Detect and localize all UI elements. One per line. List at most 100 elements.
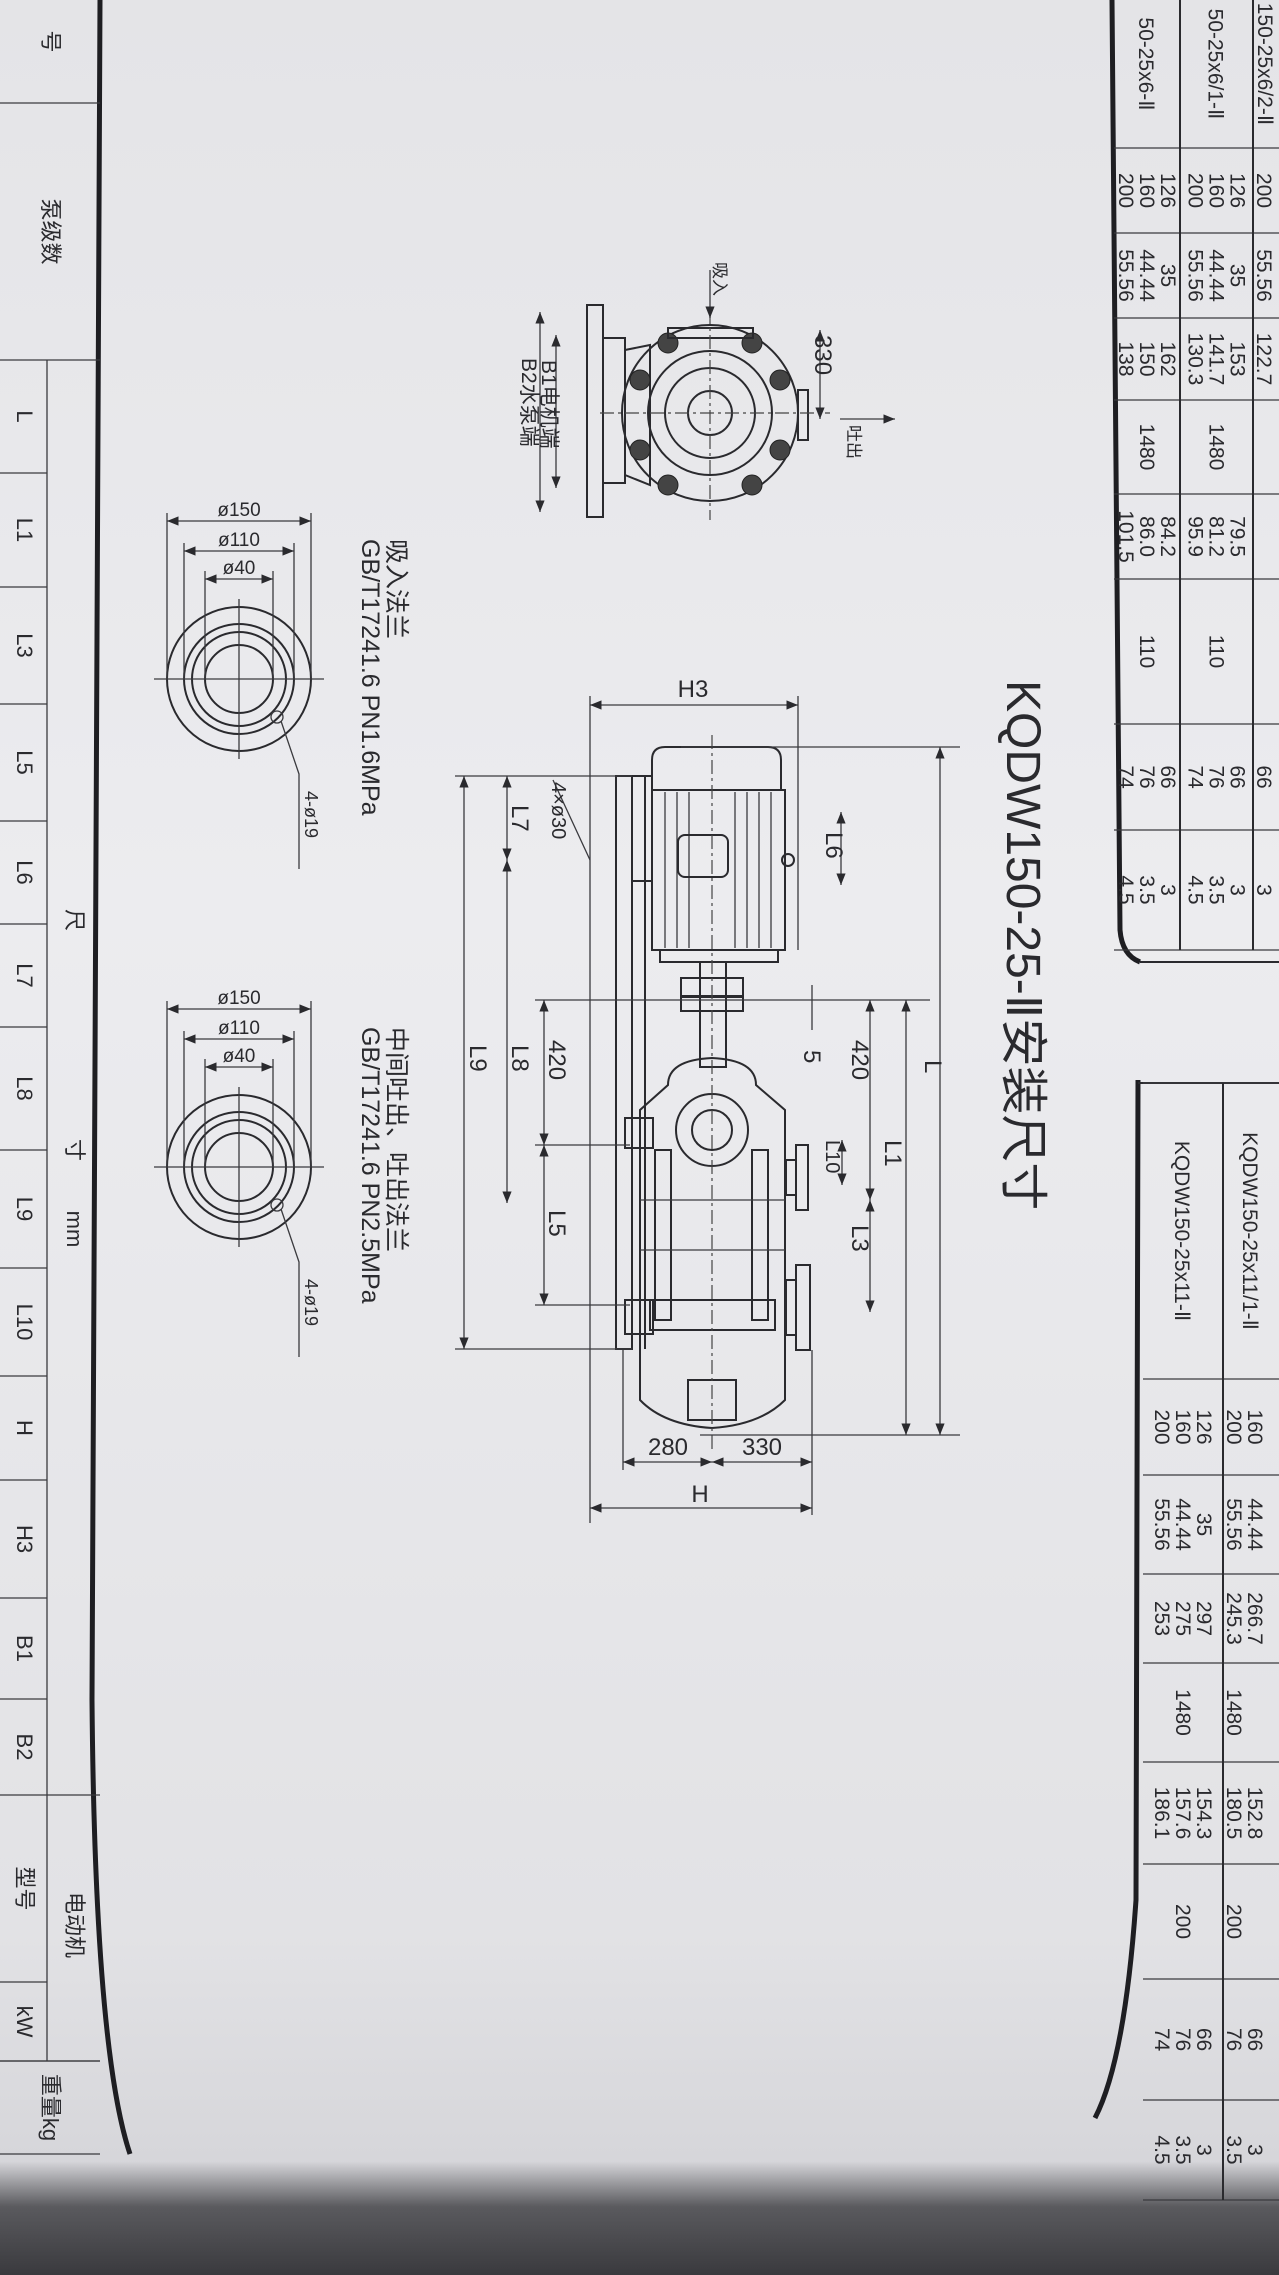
value-cell: 3.5 — [1171, 2135, 1194, 2164]
value-cell: 200 — [1222, 1409, 1245, 1444]
header-cell: B1 — [12, 1635, 37, 1662]
pump-side-view: H3 L L1 420 L3 L10 5 L6 4×ø30 L7 L8 L9 4… — [455, 676, 960, 1523]
value-cell: 35 — [1226, 264, 1249, 287]
header-cell: L10 — [12, 1304, 37, 1341]
dim-l5-label: L5 — [543, 1210, 570, 1237]
header-cell: B2 — [12, 1734, 37, 1761]
page-borders — [89, 0, 1279, 2155]
value-cell: 4.5 — [1114, 875, 1137, 904]
value-cell: 76 — [1222, 2028, 1245, 2051]
value-cell: 44.44 — [1135, 249, 1158, 302]
model-cell: 150-25x6/2-Ⅱ — [1253, 3, 1276, 125]
value-cell: 66 — [1192, 2028, 1215, 2051]
dim-420-left-label: 420 — [543, 1040, 570, 1080]
value-cell: 160 — [1171, 1409, 1194, 1444]
value-cell: 81.2 — [1205, 516, 1228, 557]
value-cell: 122.7 — [1252, 333, 1275, 386]
value-cell: 4.5 — [1184, 875, 1207, 904]
value-cell: 3 — [1243, 2144, 1266, 2156]
value-cell: 3 — [1192, 2144, 1215, 2156]
dim-l3-label: L3 — [846, 1225, 873, 1252]
value-cell: 126 — [1156, 173, 1179, 208]
flange-name: 中间吐出、吐出法兰 — [382, 1027, 410, 1252]
dim-l10-label: L10 — [821, 1140, 843, 1173]
table-row: KQDW150-25x11/1-Ⅱ16020044.4455.56266.724… — [1222, 1132, 1266, 2165]
value-cell: 186.1 — [1150, 1787, 1173, 1840]
flange-d-bore-label: ø40 — [223, 558, 256, 579]
value-cell: 3 — [1226, 884, 1249, 896]
flange-d-outer-label: ø150 — [217, 500, 260, 521]
value-cell: 150 — [1135, 341, 1158, 376]
dim-l-label: L — [919, 1060, 946, 1073]
table-row: 50-25x6/1-Ⅱ1261602003544.4455.56153141.7… — [1184, 9, 1249, 905]
value-cell: 152.8 — [1243, 1787, 1266, 1840]
value-cell: 266.7 — [1243, 1592, 1266, 1645]
page-title: KQDW150-25-Ⅱ安装尺寸 — [996, 680, 1049, 1210]
value-cell: 55.56 — [1252, 249, 1275, 302]
value-cell: 3.5 — [1205, 875, 1228, 904]
top-view-330-label: 330 — [809, 335, 836, 375]
value-cell: 1480 — [1205, 424, 1228, 471]
value-cell: 153 — [1226, 341, 1249, 376]
value-cell: 126 — [1226, 173, 1249, 208]
model-cell: KQDW150-25x11/1-Ⅱ — [1238, 1132, 1261, 1330]
value-cell: 160 — [1205, 173, 1228, 208]
value-cell: 157.6 — [1171, 1787, 1194, 1840]
header-cell: kW — [12, 2006, 37, 2038]
spec-table-bottom: KQDW150-25x11/1-Ⅱ 160 200 44.44 55.56 266.724… — [1143, 1082, 1279, 2201]
header-cell: 重量kg — [38, 2074, 63, 2141]
dim-holes-label: 4×ø30 — [547, 782, 569, 839]
flange-holes: 4-ø19 — [301, 791, 321, 838]
header-cell: H3 — [12, 1525, 37, 1553]
value-cell: 1480 — [1222, 1689, 1245, 1736]
value-cell: 180.5 — [1222, 1787, 1245, 1840]
value-cell: 1480 — [1135, 424, 1158, 471]
flange-standard: GB/T17241.6 PN1.6MPa — [356, 539, 384, 816]
model-cell: 50-25x6/1-Ⅱ — [1204, 9, 1227, 120]
header-cell: 型号 — [12, 1866, 37, 1910]
header-group-motor: 电动机 — [62, 1892, 87, 1958]
inlet-label: 吸入 — [710, 262, 729, 296]
value-cell: 66 — [1243, 2028, 1266, 2051]
value-cell: 76 — [1205, 765, 1228, 788]
value-cell: 200 — [1222, 1904, 1245, 1939]
header-group-size: 尺 — [62, 909, 87, 931]
value-cell: 110 — [1135, 635, 1158, 668]
value-cell: 297 — [1192, 1601, 1215, 1636]
model-cell: KQDW150-25x11-Ⅱ — [1170, 1141, 1193, 1321]
value-cell: 66 — [1226, 765, 1249, 788]
value-cell: 101.5 — [1114, 510, 1137, 563]
value-cell: 76 — [1171, 2028, 1194, 2051]
header-cell: L9 — [12, 1197, 37, 1221]
value-cell: 55.56 — [1114, 249, 1137, 302]
value-cell: 55.56 — [1222, 1498, 1245, 1551]
header-cell: L — [12, 410, 37, 422]
value-cell: 200 — [1252, 173, 1275, 208]
header-cell: L8 — [12, 1076, 37, 1100]
header-cell: 号 — [38, 30, 63, 52]
header-table: 号泵级数LL1L3L5L6L7L8L9L10HH3B1B2型号kW重量kg尺寸m… — [0, 30, 100, 2155]
value-cell: 200 — [1114, 173, 1137, 208]
value-cell: 44.44 — [1205, 249, 1228, 302]
pump-top-view: 330 吸入 吐出 B1电机端 B2水泵端 — [517, 262, 895, 520]
dim-420-right-label: 420 — [846, 1040, 873, 1080]
bolt-hole-icon — [270, 1198, 284, 1212]
value-cell: 35 — [1192, 1513, 1215, 1536]
flange-d-bore-label: ø40 — [223, 1046, 256, 1067]
value-cell: 141.7 — [1205, 333, 1228, 386]
value-cell: 126 — [1192, 1409, 1215, 1444]
header-group-size: 寸 — [62, 1139, 87, 1161]
b2-label: B2水泵端 — [517, 358, 540, 447]
model-cell: 50-25x6-Ⅱ — [1134, 17, 1157, 110]
dim-280-label: 280 — [648, 1434, 688, 1461]
value-cell: 74 — [1184, 765, 1207, 789]
table-row: 50-25x6-Ⅱ1261602003544.4455.561621501381… — [1114, 17, 1179, 904]
value-cell: 44.44 — [1171, 1498, 1194, 1551]
value-cell: 245.3 — [1222, 1592, 1245, 1645]
value-cell: 76 — [1135, 765, 1158, 788]
flange-d-pitch-label: ø110 — [218, 1018, 260, 1039]
value-cell: 3.5 — [1222, 2135, 1245, 2164]
value-cell: 3.5 — [1135, 875, 1158, 904]
value-cell: 66 — [1156, 765, 1179, 788]
